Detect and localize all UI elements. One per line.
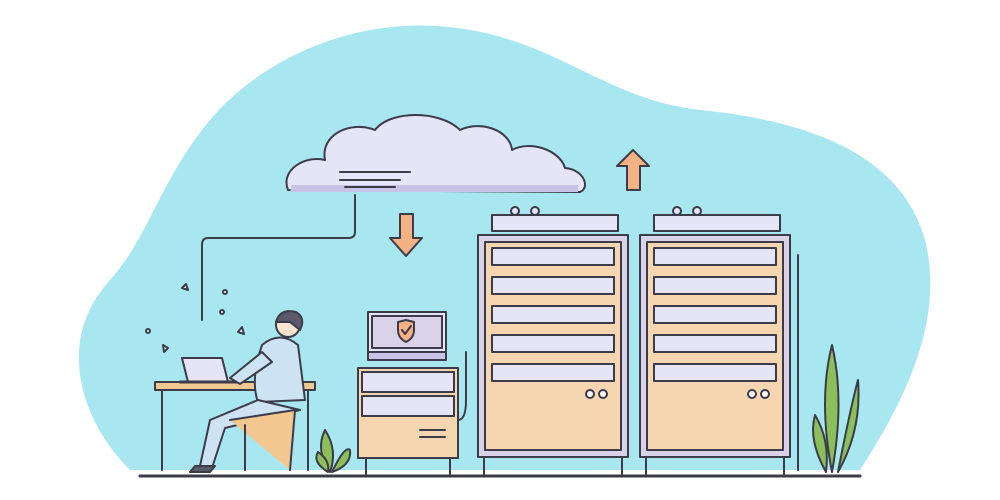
plant-small	[315, 429, 352, 473]
shield-check-icon	[397, 319, 415, 343]
small-server	[357, 311, 467, 477]
cloud-icon	[285, 114, 586, 193]
person	[189, 310, 306, 473]
network-cable	[201, 194, 356, 321]
server-rack-left	[477, 206, 629, 477]
desk	[154, 381, 316, 471]
plant-large	[812, 344, 860, 473]
server-rack-right	[639, 206, 799, 477]
laptop-icon	[178, 357, 242, 384]
download-arrow-icon	[389, 213, 423, 257]
spark-marks	[145, 283, 245, 353]
upload-arrow-icon	[616, 149, 650, 191]
